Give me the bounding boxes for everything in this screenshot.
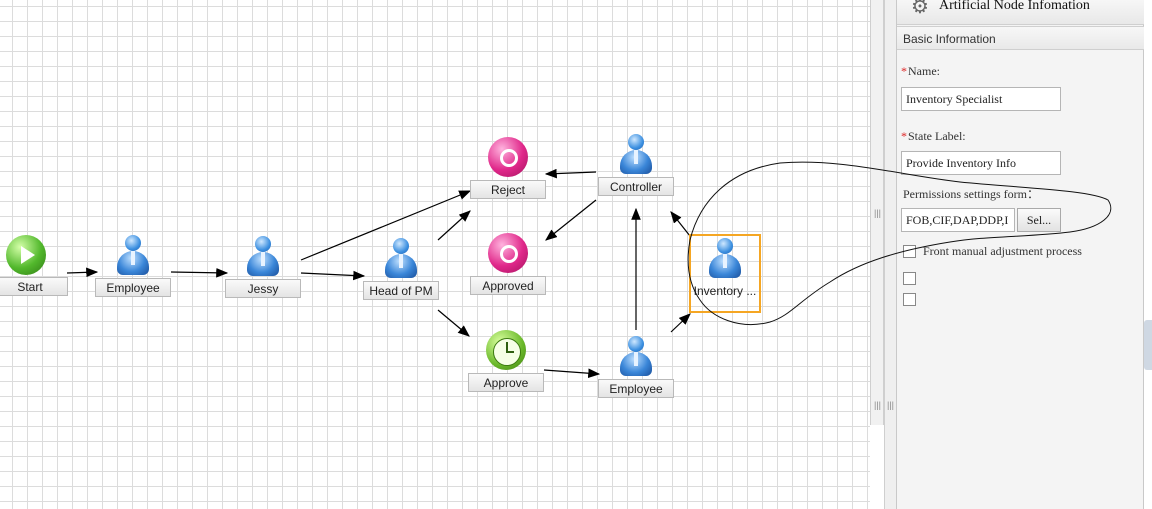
- node-reject[interactable]: Reject: [470, 137, 546, 199]
- person-icon: [242, 235, 284, 277]
- edge-employee-inventory: [670, 313, 691, 333]
- node-head-of-pm[interactable]: Head of PM: [363, 237, 439, 300]
- person-icon: [380, 237, 422, 279]
- node-approve[interactable]: Approve: [468, 330, 544, 392]
- node-label: Inventory ...: [693, 284, 757, 298]
- panel-header: ⚙ Artificial Node Infomation: [897, 0, 1144, 25]
- name-label: *Name:: [901, 64, 940, 78]
- edge-controller-reject: [544, 168, 597, 179]
- name-input[interactable]: [901, 87, 1061, 111]
- node-label: Approved: [470, 276, 546, 295]
- person-icon: [704, 237, 746, 279]
- option-checkbox[interactable]: [903, 272, 916, 285]
- section-header[interactable]: Basic Information: [897, 26, 1144, 50]
- node-label: Jessy: [225, 279, 301, 298]
- front-manual-label: Front manual adjustment process: [923, 244, 1082, 258]
- state-label: *State Label:: [901, 129, 966, 143]
- required-marker: *: [901, 129, 907, 143]
- edge-jessy-headofpm: [300, 270, 366, 281]
- clock-icon: [486, 330, 526, 370]
- node-approved[interactable]: Approved: [470, 233, 546, 295]
- node-jessy[interactable]: Jessy: [225, 235, 301, 298]
- option-checkbox[interactable]: [903, 293, 916, 306]
- person-icon: [615, 335, 657, 377]
- edge-jessy-reject: [300, 190, 472, 261]
- edge-employee-jessy: [170, 268, 229, 278]
- node-label: Reject: [470, 180, 546, 199]
- node-start[interactable]: Start: [0, 235, 68, 296]
- permissions-input[interactable]: [901, 208, 1015, 232]
- state-label-input[interactable]: [901, 151, 1061, 175]
- permissions-label: Permissions settings form：: [903, 187, 1040, 201]
- node-label: Controller: [598, 177, 674, 196]
- node-employee[interactable]: Employee: [95, 234, 171, 297]
- node-inventory[interactable]: Inventory ...: [689, 237, 761, 301]
- node-label: Head of PM: [363, 281, 439, 300]
- person-icon: [615, 133, 657, 175]
- collapse-tab[interactable]: [1144, 320, 1152, 370]
- panel-title: Artificial Node Infomation: [939, 0, 1090, 13]
- start-icon: [6, 235, 46, 275]
- scroll-grip-icon: |||: [874, 208, 882, 218]
- node-label: Employee: [598, 379, 674, 398]
- edge-headofpm-approve: [437, 309, 470, 337]
- select-button[interactable]: Sel...: [1017, 208, 1061, 232]
- person-icon: [112, 234, 154, 276]
- edge-inventory-controller: [670, 211, 691, 237]
- node-controller[interactable]: Controller: [598, 133, 674, 196]
- edge-start-employee: [66, 267, 99, 278]
- splitter-grip-icon: |||: [887, 400, 895, 410]
- node-label: Employee: [95, 278, 171, 297]
- workflow-edges: [66, 168, 691, 379]
- node-label: Start: [0, 277, 68, 296]
- node-label: Approve: [468, 373, 544, 392]
- canvas-scrollbar[interactable]: ||| |||: [870, 0, 884, 425]
- scroll-grip-icon: |||: [874, 400, 882, 410]
- edge-headofpm-reject: [437, 210, 471, 241]
- required-marker: *: [901, 64, 907, 78]
- node-employee-2[interactable]: Employee: [598, 335, 674, 398]
- properties-panel: ⚙ Artificial Node Infomation Basic Infor…: [896, 0, 1144, 509]
- edge-controller-approved: [545, 199, 597, 241]
- edge-approve-employee: [543, 368, 601, 379]
- end-disc-icon: [488, 233, 528, 273]
- end-disc-icon: [488, 137, 528, 177]
- gear-icon: ⚙: [911, 0, 929, 18]
- front-manual-checkbox[interactable]: [903, 245, 916, 258]
